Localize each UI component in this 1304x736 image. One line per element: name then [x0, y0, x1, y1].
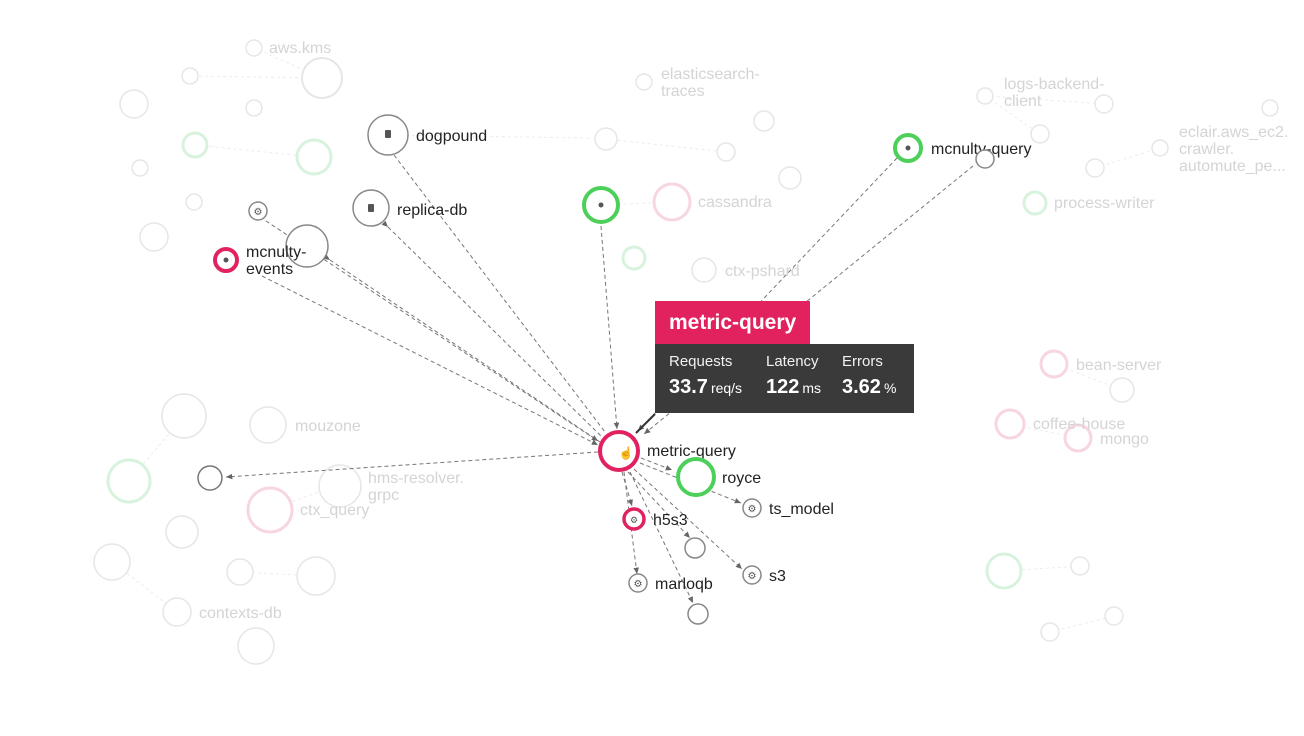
label-coffee-house: coffee-house: [1033, 416, 1125, 433]
background-edges: [111, 47, 1161, 633]
label-process-writer: process-writer: [1054, 195, 1155, 212]
label-hms-resolver-2: grpc: [368, 487, 399, 504]
highlighted-edges: [225, 148, 974, 604]
node-royce[interactable]: royce: [676, 457, 761, 497]
node-unlabeled-south[interactable]: [684, 537, 706, 559]
node-h5s3[interactable]: ⚙ h5s3: [622, 507, 688, 531]
label-cassandra: cassandra: [698, 194, 772, 211]
tooltip-title: metric-query: [655, 301, 811, 344]
label-ctx-pshard: ctx-pshard: [725, 263, 800, 280]
background-labels: aws.kms elasticsearch- traces logs-backe…: [199, 40, 1288, 622]
node-s3[interactable]: ⚙ s3: [742, 565, 786, 585]
service-icon: [598, 202, 604, 208]
label-elasticsearch-traces-2: traces: [661, 83, 705, 100]
label-royce: royce: [722, 470, 761, 487]
label-eclair-1: eclair.aws_ec2.: [1179, 124, 1288, 141]
label-mcnulty-events-2: events: [246, 261, 293, 278]
latency-value: 122: [766, 376, 800, 398]
node-large-gray[interactable]: [285, 224, 329, 268]
node-mcnulty-query[interactable]: mcnulty-query: [893, 133, 1031, 163]
node-unlabeled-west[interactable]: [197, 465, 223, 491]
node-marloqb[interactable]: ⚙ marloqb: [628, 573, 713, 593]
label-metric-query: metric-query: [647, 443, 736, 460]
service-icon: ⚙: [630, 515, 638, 525]
errors-value: 3.62: [842, 376, 881, 398]
service-icon: [905, 145, 911, 151]
metric-errors: Errors 3.62%: [842, 353, 896, 399]
service-icon: ⚙: [254, 207, 263, 218]
label-mouzone: mouzone: [295, 418, 361, 435]
label-mcnulty-events-1: mcnulty-: [246, 244, 306, 261]
node-ts-model[interactable]: ⚙ ts_model: [742, 498, 834, 518]
latency-label: Latency: [766, 353, 819, 370]
node-mcnulty-events[interactable]: mcnulty- events: [213, 244, 306, 278]
label-mcnulty-query: mcnulty-query: [931, 141, 1031, 158]
tooltip-pointer: [635, 413, 656, 434]
service-icon: [223, 257, 229, 263]
background-nodes: [93, 39, 1279, 665]
node-replica-db[interactable]: replica-db: [352, 189, 467, 227]
label-aws-kms: aws.kms: [269, 40, 331, 57]
label-logs-backend-client-1: logs-backend-: [1004, 76, 1105, 93]
database-icon: [385, 130, 391, 138]
label-ctx-query: ctx_query: [300, 502, 369, 519]
database-icon: [368, 204, 374, 212]
label-s3: s3: [769, 568, 786, 585]
node-green-top[interactable]: [582, 186, 620, 224]
node-unlabeled-bottom[interactable]: [687, 603, 709, 625]
label-eclair-2: crawler.: [1179, 141, 1234, 158]
label-bean-server: bean-server: [1076, 357, 1162, 374]
errors-label: Errors: [842, 353, 883, 370]
label-mongo: mongo: [1100, 431, 1149, 448]
node-unlabeled-right[interactable]: [975, 149, 995, 169]
label-eclair-3: automute_pe...: [1179, 158, 1286, 175]
service-icon: ⚙: [748, 571, 757, 582]
label-replica-db: replica-db: [397, 202, 467, 219]
label-ts-model: ts_model: [769, 501, 834, 518]
label-logs-backend-client-2: client: [1004, 93, 1042, 110]
node-dogpound[interactable]: dogpound: [367, 114, 487, 156]
label-elasticsearch-traces-1: elasticsearch-: [661, 66, 760, 83]
service-icon: ⚙: [634, 579, 643, 590]
label-dogpound: dogpound: [416, 128, 487, 145]
service-icon: ⚙: [748, 504, 757, 515]
node-metric-query[interactable]: ☝ metric-query: [598, 430, 736, 472]
requests-value: 33.7: [669, 376, 708, 398]
label-contexts-db: contexts-db: [199, 605, 282, 622]
requests-label: Requests: [669, 353, 733, 370]
pointer-hand-icon: ☝: [619, 445, 634, 460]
label-h5s3: h5s3: [653, 512, 688, 529]
latency-unit: ms: [802, 380, 822, 396]
label-hms-resolver-1: hms-resolver.: [368, 470, 464, 487]
node-unlabeled-left[interactable]: ⚙: [248, 201, 268, 221]
requests-unit: req/s: [710, 380, 743, 396]
label-marloqb: marloqb: [655, 576, 713, 593]
errors-unit: %: [883, 380, 897, 396]
